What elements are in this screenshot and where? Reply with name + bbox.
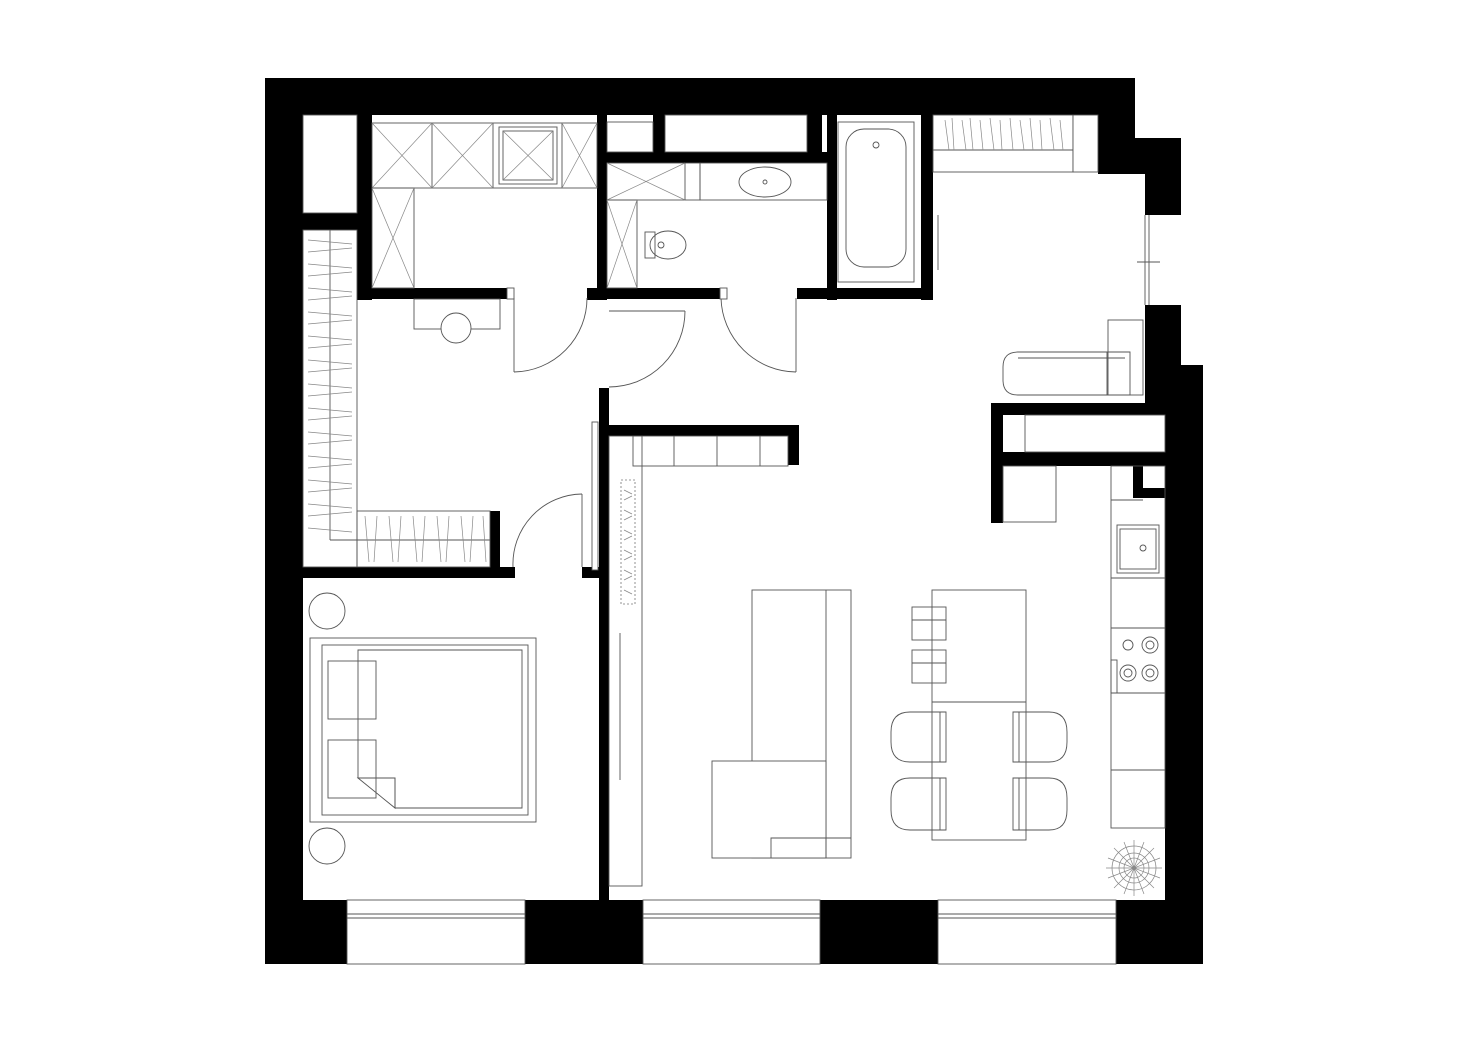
door-bathroom xyxy=(719,287,797,373)
shaft-niche-top-mid-2 xyxy=(664,114,808,153)
wardrobe-corridor xyxy=(302,229,491,568)
sofa xyxy=(711,589,852,859)
wall-bottom-pier-1 xyxy=(265,900,347,964)
wc-room xyxy=(606,162,828,289)
door-bedroom xyxy=(512,493,583,568)
wall-storage-right xyxy=(597,115,607,300)
kitchen-counter xyxy=(1110,465,1166,829)
wall-kitchen-shaft-bottom xyxy=(1003,452,1165,466)
window-balcony-door xyxy=(1137,215,1160,305)
wall-bottom-pier-2 xyxy=(525,900,643,964)
wall-kitchen-shaft-top xyxy=(991,403,1165,415)
sink-wc xyxy=(699,162,828,201)
oven-panel xyxy=(1110,659,1118,694)
windows xyxy=(346,215,1160,965)
hall-pouf xyxy=(440,312,472,344)
door-hall-sliding xyxy=(591,421,599,571)
wall-storage-bottom xyxy=(357,288,507,299)
wall-top-right-step xyxy=(1098,78,1135,138)
wall-left-outer xyxy=(265,78,303,964)
bed xyxy=(309,637,537,823)
window-bedroom xyxy=(346,899,526,965)
wall-corridor-right xyxy=(599,388,609,900)
cooktop xyxy=(1119,636,1159,682)
wall-kitchen-shaft-left xyxy=(991,403,1003,523)
door-wc xyxy=(608,310,686,388)
wall-right-outer xyxy=(1165,365,1203,964)
dining-chairs xyxy=(890,711,1068,831)
wall-shaft-left-v xyxy=(357,115,372,300)
bathtub xyxy=(837,121,915,283)
nightstand-bottom xyxy=(308,827,346,865)
armchair-window xyxy=(1002,319,1144,396)
wall-right-mid-pier xyxy=(1145,305,1181,365)
bar-stools xyxy=(911,606,947,684)
wall-wc-bottom xyxy=(600,288,720,299)
wall-hall-shelf xyxy=(609,425,799,436)
wall-hall-shelf-end xyxy=(788,425,799,465)
kitchen-sink xyxy=(1116,524,1160,574)
wall-bath-bottom xyxy=(797,288,932,299)
nightstand-top xyxy=(308,592,346,630)
wall-right-upper-pier-2 xyxy=(1145,138,1181,215)
washing-machine xyxy=(498,126,558,185)
wall-wc-shaft xyxy=(653,115,665,157)
living-room xyxy=(711,319,1162,896)
wall-kitchen-notch-inner xyxy=(1143,466,1165,488)
toilet xyxy=(644,230,687,260)
wall-right-step xyxy=(1145,365,1203,403)
bedroom xyxy=(308,592,537,865)
wall-bath-left xyxy=(827,115,837,300)
hall-shelving xyxy=(608,435,789,887)
window-living-2 xyxy=(937,899,1117,965)
wall-bath-right xyxy=(921,115,933,300)
wall-kitchen-shaft-inner-box xyxy=(1024,414,1166,453)
wall-bedroom-top xyxy=(303,567,515,578)
walls xyxy=(265,78,1203,964)
wardrobe-top-right xyxy=(932,114,1099,270)
window-living-1 xyxy=(642,899,821,965)
wall-top-outer xyxy=(265,78,1135,115)
wall-bedroom-top-right xyxy=(582,567,609,578)
wall-bottom-pier-3 xyxy=(820,900,938,964)
door-storage xyxy=(506,287,588,373)
wall-shaft-left xyxy=(303,213,360,230)
shaft-niche-top-mid xyxy=(606,121,654,153)
wall-wc-top xyxy=(607,152,832,163)
wall-hall-stub-top xyxy=(599,390,609,422)
wall-wardrobe-end xyxy=(490,511,500,571)
dining-table xyxy=(931,589,1027,841)
wall-wc-shaft-2 xyxy=(807,115,822,163)
potted-plant xyxy=(1106,840,1162,896)
storage-room xyxy=(371,122,598,289)
bathroom xyxy=(837,121,915,283)
hall-furniture xyxy=(413,298,501,344)
wall-bottom-pier-4 xyxy=(1116,900,1203,964)
kitchen xyxy=(1002,465,1166,829)
fridge xyxy=(1002,465,1057,523)
shaft-niche-top-left xyxy=(302,114,358,214)
doors xyxy=(506,287,797,571)
